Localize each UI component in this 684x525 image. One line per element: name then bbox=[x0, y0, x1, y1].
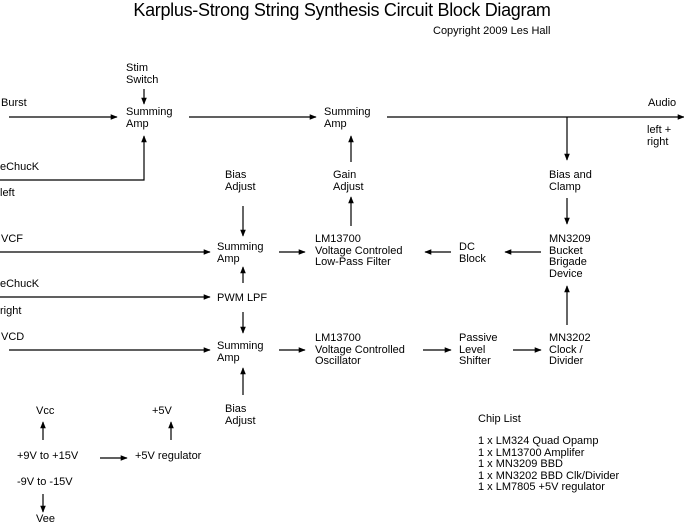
power-negative-supply: -9V to -15V bbox=[17, 476, 73, 488]
block-line: Low-Pass Filter bbox=[315, 256, 391, 268]
chip-list-item: 1 x LM7805 +5V regulator bbox=[478, 481, 605, 493]
block-line: Amp bbox=[126, 117, 149, 130]
block-line: Voltage Controled bbox=[315, 244, 403, 257]
block-line: Device bbox=[549, 267, 583, 280]
block-summing-amp-1: Summing Amp bbox=[126, 106, 173, 130]
block-line: MN3202 bbox=[549, 332, 591, 344]
block-line: Adjust bbox=[333, 180, 364, 193]
output-audio: Audio bbox=[648, 97, 677, 109]
block-line: Summing bbox=[126, 106, 173, 118]
block-bias-adjust-top: Bias Adjust bbox=[225, 169, 256, 193]
block-line: Brigade bbox=[549, 256, 587, 268]
chip-list-item: 1 x MN3209 BBD bbox=[478, 458, 563, 470]
block-bias-clamp: Bias and Clamp bbox=[549, 169, 592, 193]
block-bucket-brigade: MN3209 Bucket Brigade Device bbox=[549, 233, 591, 280]
block-line: Amp bbox=[324, 117, 347, 130]
block-vc-oscillator: LM13700 Voltage Controlled Oscillator bbox=[315, 332, 405, 368]
block-summing-amp-vcf: Summing Amp bbox=[217, 241, 264, 265]
block-line: MN3209 bbox=[549, 233, 591, 245]
input-echuck-left-channel: left bbox=[0, 187, 15, 199]
block-vc-lowpass-filter: LM13700 Voltage Controled Low-Pass Filte… bbox=[315, 233, 403, 269]
block-line: LM13700 bbox=[315, 332, 361, 344]
diagram-title: Karplus-Strong String Synthesis Circuit … bbox=[133, 0, 551, 20]
output-channels-1: left + bbox=[647, 124, 672, 136]
block-dc-block: DC Block bbox=[459, 241, 486, 265]
line-echuck-left bbox=[0, 135, 147, 181]
block-line: Amp bbox=[217, 252, 240, 265]
block-summing-amp-2: Summing Amp bbox=[324, 106, 371, 130]
input-vcf: VCF bbox=[1, 233, 23, 245]
block-line: Voltage Controlled bbox=[315, 343, 405, 356]
power-vee: Vee bbox=[36, 513, 55, 525]
input-echuck-left: eChucK bbox=[0, 161, 40, 173]
block-line: Summing bbox=[324, 106, 371, 118]
block-line: Bias bbox=[225, 403, 247, 415]
block-line: Amp bbox=[217, 351, 240, 364]
block-line: Divider bbox=[549, 355, 584, 367]
copyright-text: Copyright 2009 Les Hall bbox=[433, 25, 551, 37]
block-line: Summing bbox=[217, 340, 264, 352]
block-level-shifter: Passive Level Shifter bbox=[459, 332, 498, 368]
block-line: Oscillator bbox=[315, 355, 361, 367]
block-line: Switch bbox=[126, 73, 159, 86]
input-burst: Burst bbox=[1, 97, 27, 109]
block-line: Block bbox=[459, 252, 486, 265]
block-line: Level bbox=[459, 343, 486, 356]
block-line: DC bbox=[459, 241, 475, 253]
output-channels-2: right bbox=[647, 136, 669, 148]
block-line: Bias and bbox=[549, 169, 592, 181]
block-line: Clamp bbox=[549, 180, 581, 193]
chip-list-item: 1 x MN3202 BBD Clk/Divider bbox=[478, 469, 620, 482]
block-line: Bucket bbox=[549, 244, 583, 257]
block-clock-divider: MN3202 Clock / Divider bbox=[549, 332, 591, 368]
power-positive-supply: +9V to +15V bbox=[17, 450, 79, 462]
block-line: Gain bbox=[333, 169, 357, 181]
chip-list-item: 1 x LM324 Quad Opamp bbox=[478, 435, 599, 447]
block-bias-adjust-bottom: Bias Adjust bbox=[225, 403, 256, 427]
block-line: Adjust bbox=[225, 180, 256, 193]
block-line: Bias bbox=[225, 169, 247, 181]
block-line: Adjust bbox=[225, 414, 256, 427]
block-stim-switch: Stim Switch bbox=[126, 62, 159, 86]
input-echuck-right-channel: right bbox=[0, 305, 22, 317]
chip-list: 1 x LM324 Quad Opamp 1 x LM13700 Amplife… bbox=[478, 435, 620, 494]
block-line: Shifter bbox=[459, 355, 491, 367]
block-line: Clock / bbox=[549, 343, 583, 356]
block-summing-amp-vcd: Summing Amp bbox=[217, 340, 264, 364]
input-vcd: VCD bbox=[1, 331, 25, 343]
power-regulator: +5V regulator bbox=[135, 450, 202, 462]
block-line: PWM LPF bbox=[217, 292, 268, 304]
block-pwm-lpf: PWM LPF bbox=[217, 292, 268, 305]
block-line: Passive bbox=[459, 332, 498, 344]
block-line: LM13700 bbox=[315, 233, 361, 245]
input-echuck-right: eChucK bbox=[0, 278, 40, 290]
block-line: Summing bbox=[217, 241, 264, 253]
power-vcc: Vcc bbox=[36, 405, 55, 417]
chip-list-heading: Chip List bbox=[478, 413, 521, 425]
power-plus5v: +5V bbox=[152, 405, 172, 417]
chip-list-item: 1 x LM13700 Amplifer bbox=[478, 446, 585, 459]
block-line: Stim bbox=[126, 62, 148, 74]
block-gain-adjust: Gain Adjust bbox=[333, 169, 364, 193]
